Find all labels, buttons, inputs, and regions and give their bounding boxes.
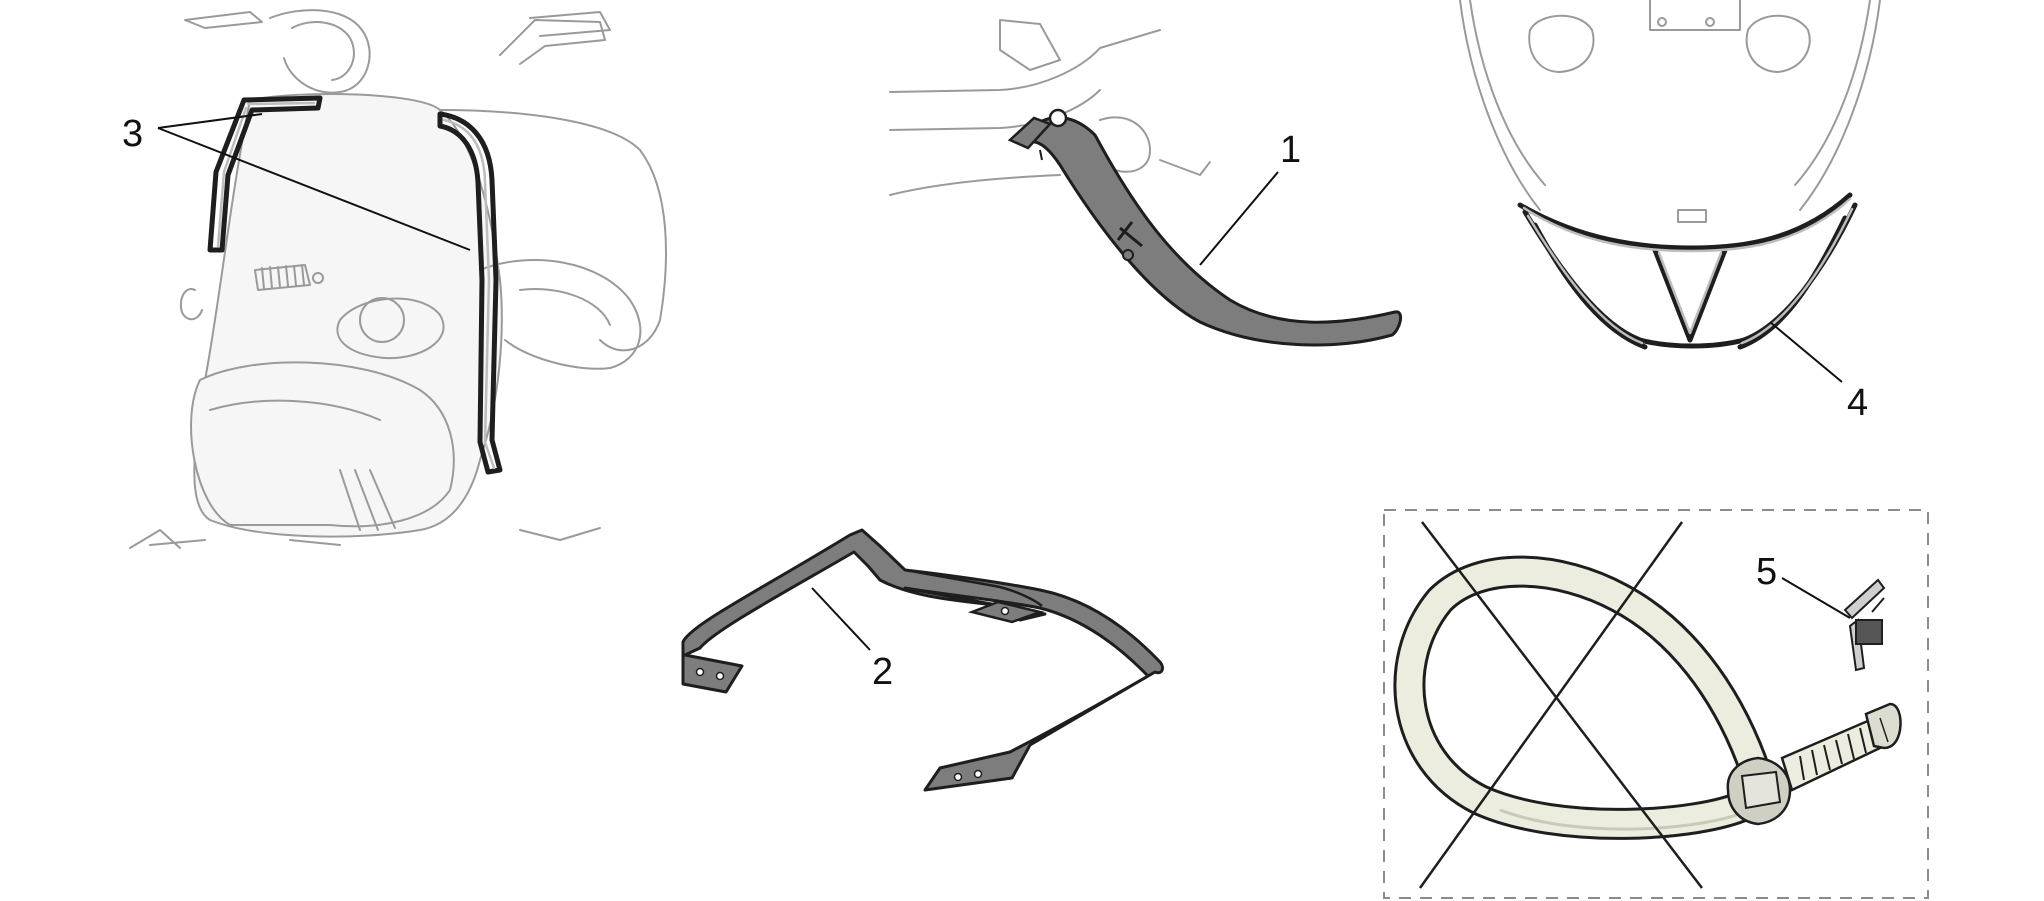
leader-5	[1781, 577, 1851, 619]
side-stand	[1007, 108, 1403, 347]
horn-grille	[254, 264, 311, 291]
dashed-frame	[1383, 509, 1929, 899]
leader-4	[1769, 321, 1843, 383]
cable-lock-panel: 5	[1383, 509, 1929, 899]
callout-5: 5	[1756, 551, 1777, 593]
front-rack-view: 4	[1459, 0, 1881, 424]
leader-3b	[157, 127, 471, 251]
leader-1	[1199, 171, 1279, 266]
scooter-front-view: 3	[122, 9, 667, 549]
leader-2	[811, 587, 871, 651]
excluded-item-cross	[1418, 521, 1703, 889]
key-icon	[1843, 578, 1886, 672]
callout-4: 4	[1847, 382, 1868, 424]
cable-lock	[1393, 555, 1902, 840]
leader-3a	[157, 113, 263, 129]
callout-1: 1	[1280, 129, 1301, 171]
leg-shield-trim-left	[207, 95, 323, 253]
leg-shield-trim-right	[437, 111, 503, 475]
side-stand-leg	[1028, 116, 1403, 347]
front-rack	[1517, 192, 1858, 350]
carrier-bracket	[681, 528, 1164, 792]
side-stand-view: 1	[889, 19, 1403, 347]
callout-2: 2	[872, 651, 893, 693]
callout-3: 3	[122, 113, 143, 155]
carrier-bracket-body	[681, 528, 1164, 792]
carrier-bracket-view: 2	[681, 528, 1164, 792]
